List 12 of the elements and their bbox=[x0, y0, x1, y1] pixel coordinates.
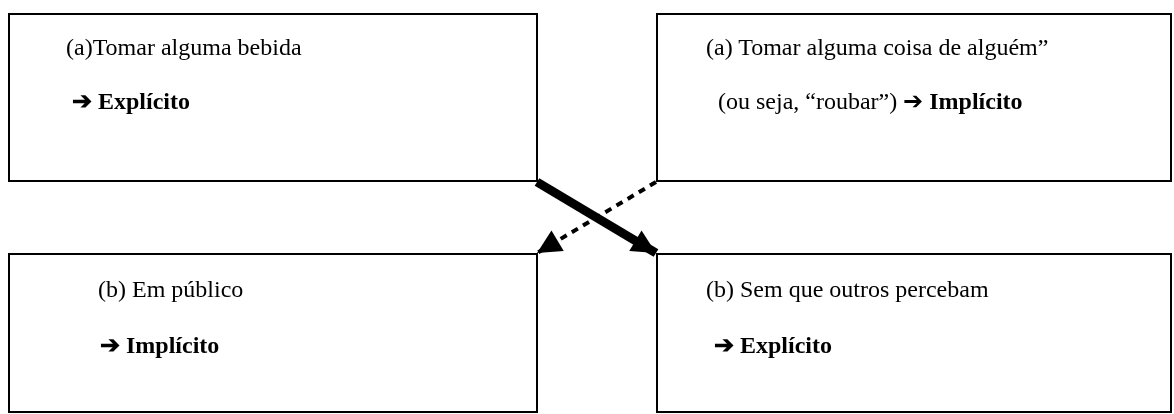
text-box bbox=[656, 13, 1172, 182]
box-text: (a)Tomar alguma bebida bbox=[66, 33, 302, 61]
box-text: ➔ Explícito bbox=[72, 87, 190, 115]
box-text: (b) Em público bbox=[98, 275, 244, 303]
text-box bbox=[8, 13, 538, 182]
box-text: ➔ Implícito bbox=[100, 331, 220, 359]
text-box bbox=[656, 253, 1172, 413]
box-text: ➔ Explícito bbox=[714, 331, 832, 359]
box-text: (b) Sem que outros percebam bbox=[706, 275, 989, 303]
text-box bbox=[8, 253, 538, 413]
box-text: (ou seja, “roubar”) ➔ Implícito bbox=[718, 87, 1023, 115]
box-text: (a) Tomar alguma coisa de alguém” bbox=[706, 33, 1049, 61]
